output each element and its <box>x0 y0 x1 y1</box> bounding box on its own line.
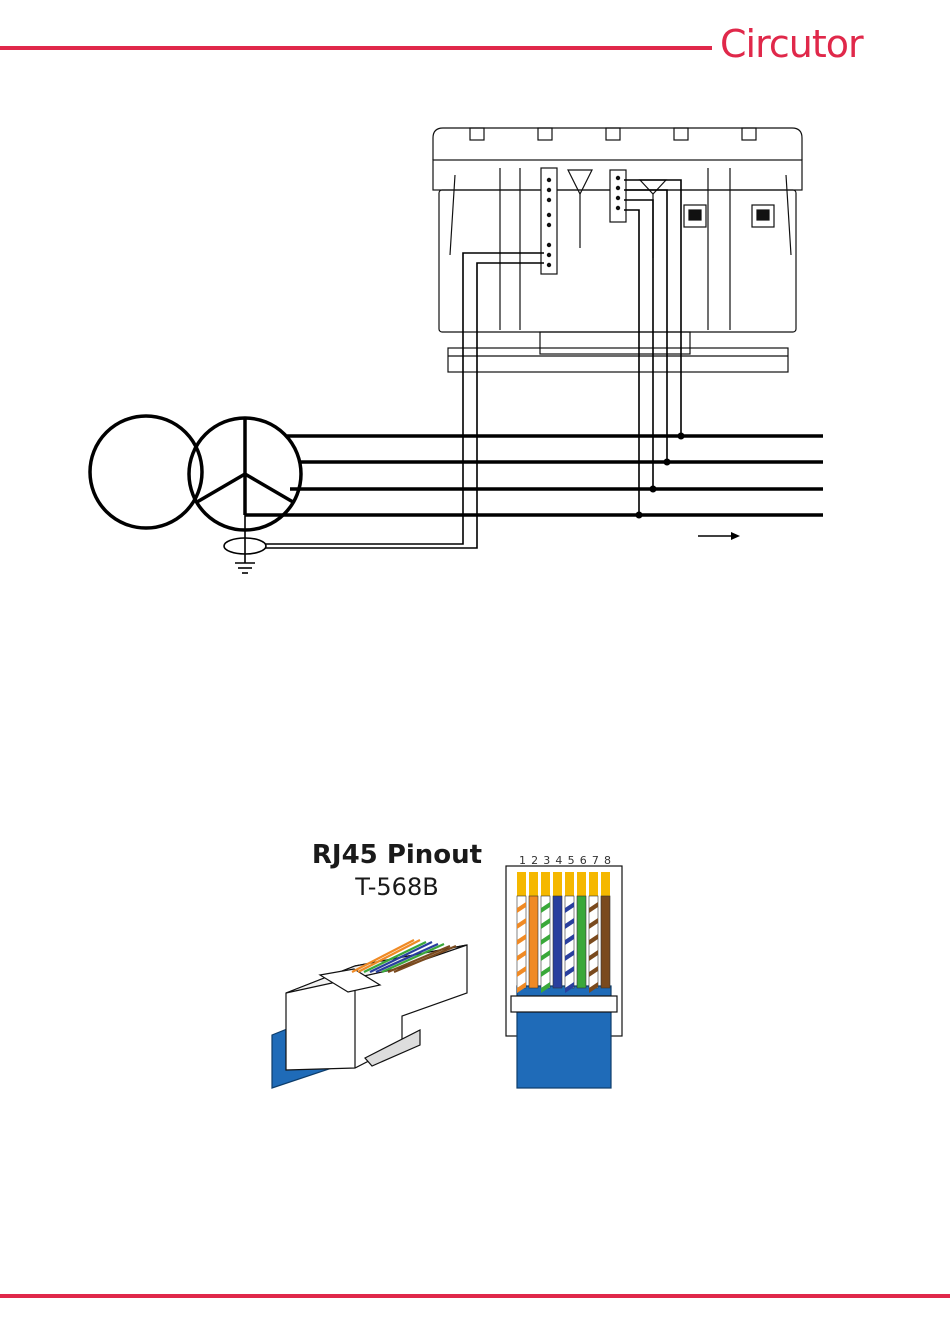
rj45-title: RJ45 Pinout <box>300 838 494 872</box>
wire-pin-8 <box>601 896 610 988</box>
meter-device <box>433 128 802 372</box>
pin-contact <box>577 872 586 896</box>
wire-pin-4 <box>553 896 562 988</box>
pin-number-label: 3 <box>543 854 550 867</box>
supply-lines <box>245 436 823 515</box>
pin-number-label: 6 <box>580 854 587 867</box>
pin-contact <box>541 872 550 896</box>
pin-contact <box>601 872 610 896</box>
pin-contact <box>589 872 598 896</box>
pin-number-label: 7 <box>592 854 599 867</box>
rj45-connector-perspective <box>272 940 467 1088</box>
pin-number-label: 4 <box>555 854 562 867</box>
pin-contact <box>565 872 574 896</box>
wire-pin-2 <box>529 896 538 988</box>
pin-number-label: 2 <box>531 854 538 867</box>
direction-arrow <box>698 532 740 540</box>
pin-contact <box>517 872 526 896</box>
pin-number-label: 5 <box>568 854 575 867</box>
pin-contact <box>553 872 562 896</box>
footer-rule <box>0 1294 950 1298</box>
junction-dots <box>636 433 685 519</box>
pin-number-label: 1 <box>519 854 526 867</box>
wire-pin-6 <box>577 896 586 988</box>
rj45-pinout-front <box>506 866 622 1088</box>
rj45-standard: T-568B <box>300 872 494 902</box>
pin-contact <box>529 872 538 896</box>
transformer-symbol <box>90 416 301 530</box>
pin-number-label: 8 <box>604 854 611 867</box>
